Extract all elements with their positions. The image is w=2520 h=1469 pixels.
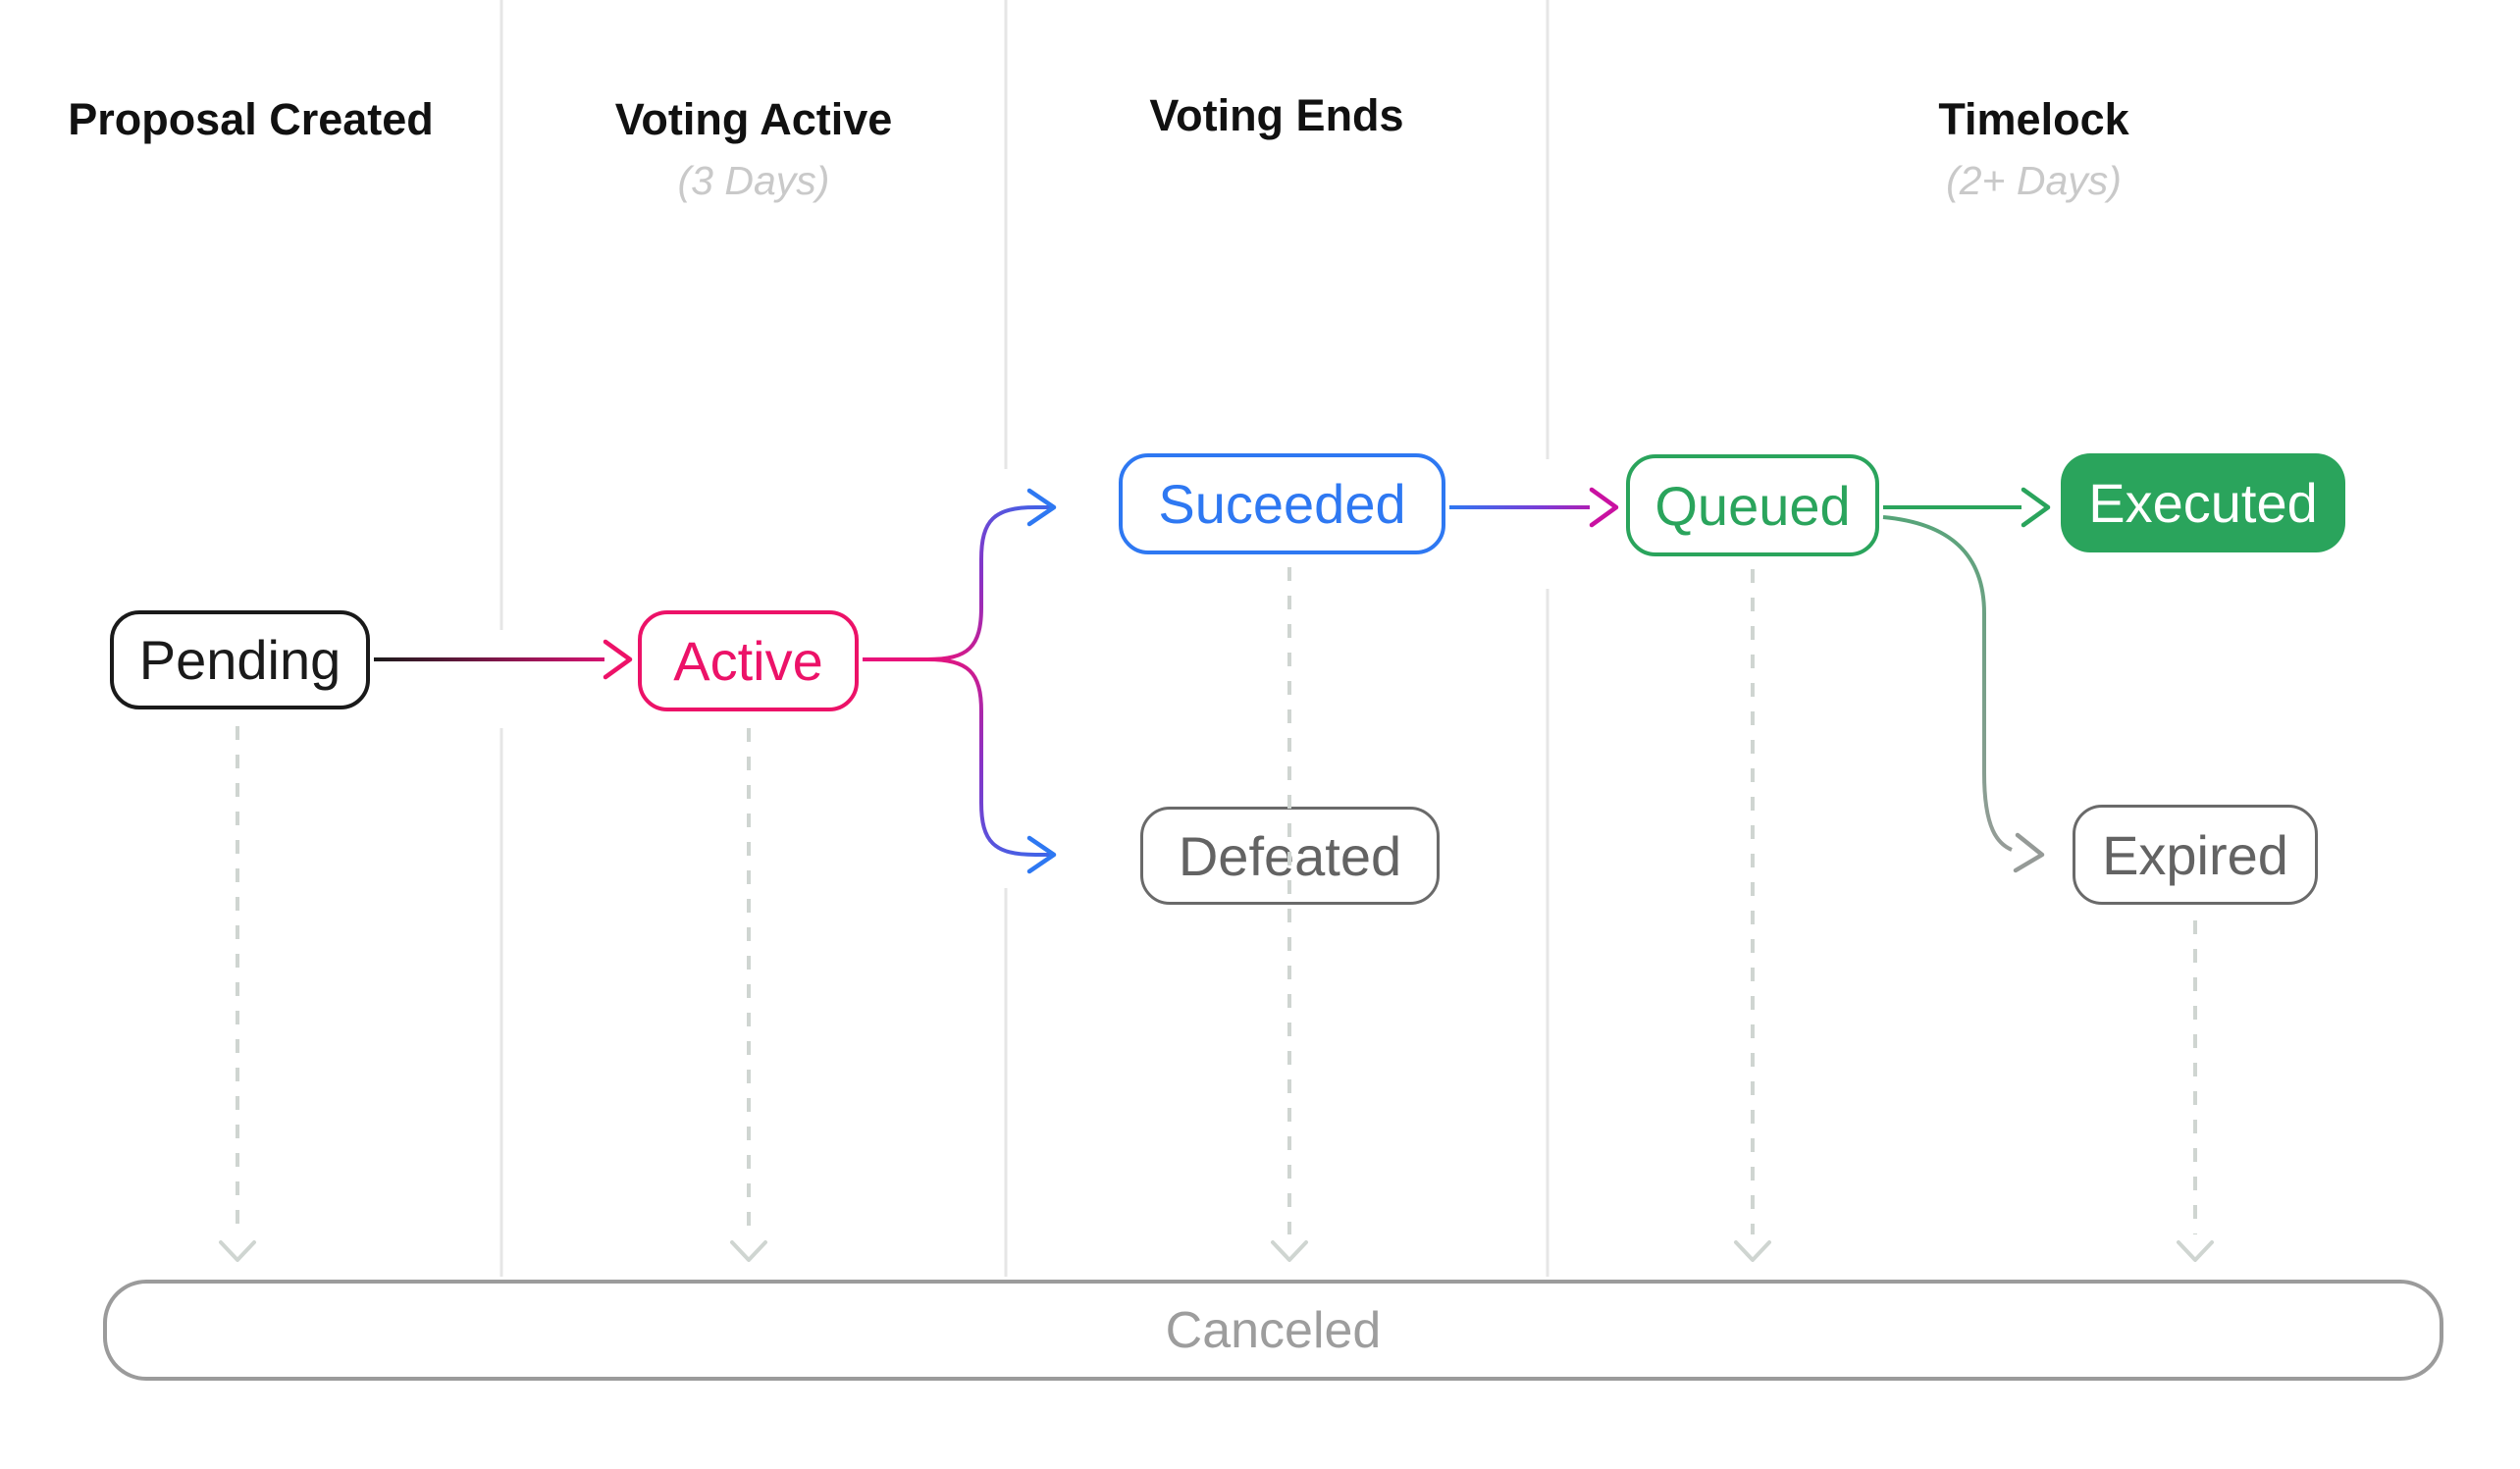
node-pending: Pending xyxy=(110,610,370,709)
arrowhead-right-icon xyxy=(2021,487,2051,528)
column-title: Voting Active xyxy=(614,94,893,144)
node-expired: Expired xyxy=(2073,805,2318,905)
arrowhead-right-icon xyxy=(1589,487,1619,528)
column-title: Voting Ends xyxy=(1149,90,1404,140)
node-active: Active xyxy=(638,610,859,711)
chevron-down-icon xyxy=(2177,1240,2214,1262)
chevron-down-icon xyxy=(730,1240,767,1262)
column-title: Proposal Created xyxy=(68,94,434,144)
chevron-down-icon xyxy=(1734,1240,1771,1262)
column-subtitle: (3 Days) xyxy=(677,158,830,203)
arrow-active-to-succeeded xyxy=(926,505,1052,661)
column-header-voting-ends: Voting Ends xyxy=(1006,90,1548,141)
chevron-down-icon xyxy=(1271,1240,1308,1262)
column-header-proposal-created: Proposal Created xyxy=(0,94,501,145)
column-header-timelock: Timelock (2+ Days) xyxy=(1548,94,2520,204)
node-canceled: Canceled xyxy=(103,1280,2443,1381)
node-executed: Executed xyxy=(2061,453,2345,552)
column-header-voting-active: Voting Active (3 Days) xyxy=(501,94,1006,204)
arrowhead-right-icon xyxy=(2013,832,2045,873)
column-title: Timelock xyxy=(1938,94,2129,144)
node-succeeded: Suceeded xyxy=(1119,453,1445,554)
column-subtitle: (2+ Days) xyxy=(1946,158,2122,203)
arrowhead-right-icon xyxy=(1026,488,1057,527)
chevron-down-icon xyxy=(219,1240,256,1262)
node-defeated: Defeated xyxy=(1140,807,1440,905)
arrowhead-right-icon xyxy=(603,639,633,680)
arrowhead-right-icon xyxy=(1026,835,1057,874)
node-queued: Queued xyxy=(1626,454,1879,556)
arrow-queued-to-expired xyxy=(1882,515,2013,852)
arrow-active-to-defeated xyxy=(926,657,1052,857)
